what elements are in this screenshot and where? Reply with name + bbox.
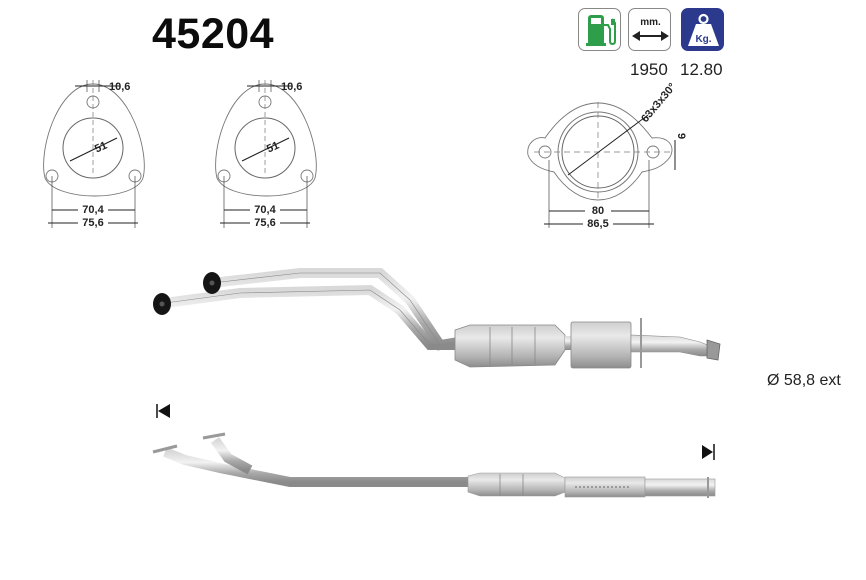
length-unit-label: mm. — [640, 17, 661, 28]
start-marker-icon — [158, 404, 170, 418]
flange1-width-dim: 75,6 — [82, 217, 103, 229]
part-number: 45204 — [152, 10, 275, 58]
weight-unit-label: Kg. — [695, 34, 711, 45]
weight-value: 12.80 — [680, 60, 723, 79]
exhaust-pipe-top-view — [152, 404, 716, 498]
flange3-spacing-dim: 80 — [592, 205, 604, 217]
flange2-diameter-dim: 51 — [265, 140, 281, 156]
flange-2bolt: 63x3x30° 9 80 86,5 — [527, 81, 687, 230]
fuel-pump-icon — [578, 8, 621, 51]
flange1-bolt-hole-dim: 10,6 — [109, 81, 130, 93]
flange3-width-dim: 86,5 — [587, 218, 608, 230]
flange2-bolt-hole-dim: 10,6 — [281, 81, 302, 93]
flange-3bolt-2: 10,6 51 70,4 75,6 — [215, 80, 317, 229]
end-marker-icon — [702, 445, 713, 459]
flange2-spacing-dim: 70,4 — [254, 204, 276, 216]
exhaust-pipe-side-view — [153, 268, 721, 369]
flange3-gasket-dim: 63x3x30° — [639, 81, 679, 125]
flange-3bolt-1: 10,6 51 70,4 75,6 — [43, 80, 145, 229]
flange1-diameter-dim: 51 — [93, 140, 109, 156]
length-value: 1950 — [630, 60, 668, 79]
length-mm-icon: mm. — [628, 8, 671, 51]
flange3-bolt-hole-dim: 9 — [675, 133, 687, 139]
flange1-spacing-dim: 70,4 — [82, 204, 104, 216]
weight-kg-icon: Kg. — [681, 8, 724, 51]
outlet-diameter-label: Ø 58,8 ext — [767, 372, 841, 389]
flange2-width-dim: 75,6 — [254, 217, 275, 229]
